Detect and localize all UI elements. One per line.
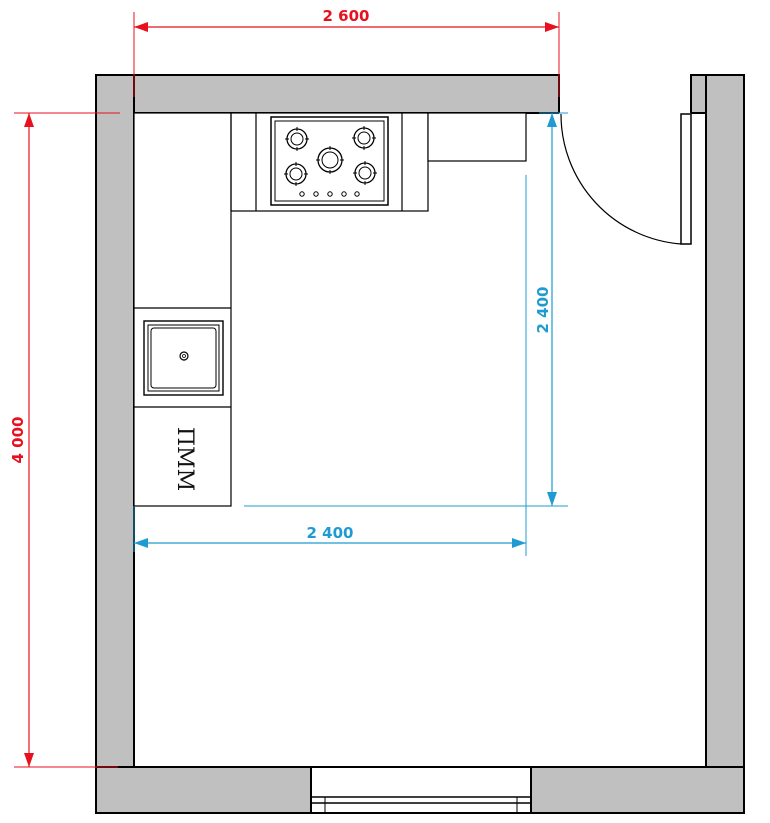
outer-dimensions: 2 600 4 000 — [9, 7, 560, 768]
dishwasher-label: ПММ — [172, 427, 197, 491]
burner-top-right — [352, 126, 376, 150]
burner-bottom-left — [284, 162, 308, 186]
burner-center — [316, 146, 344, 174]
inner-dimensions: 2 400 2 400 — [133, 112, 568, 556]
gas-cooktop — [270, 116, 389, 206]
window — [310, 766, 532, 814]
wall-right — [705, 74, 745, 814]
inner-height-dimension: 2 400 — [534, 287, 552, 334]
wall-top-left — [95, 74, 560, 114]
inner-width-dimension: 2 400 — [307, 524, 354, 542]
wall-left — [95, 74, 135, 814]
door-leaf — [680, 113, 692, 245]
sink — [143, 320, 224, 396]
wall-bottom-right — [530, 766, 745, 814]
sink-drain-icon — [179, 351, 189, 361]
door-swing-arc — [560, 113, 682, 245]
cooktop-knobs — [299, 191, 360, 197]
counter-shelf — [427, 112, 527, 162]
door — [560, 113, 692, 245]
outer-height-dimension: 4 000 — [9, 417, 27, 464]
outer-width-dimension: 2 600 — [323, 7, 370, 25]
counter-left — [133, 112, 232, 507]
burner-top-left — [285, 127, 309, 151]
burner-bottom-right — [353, 161, 377, 185]
wall-bottom-left — [95, 766, 312, 814]
